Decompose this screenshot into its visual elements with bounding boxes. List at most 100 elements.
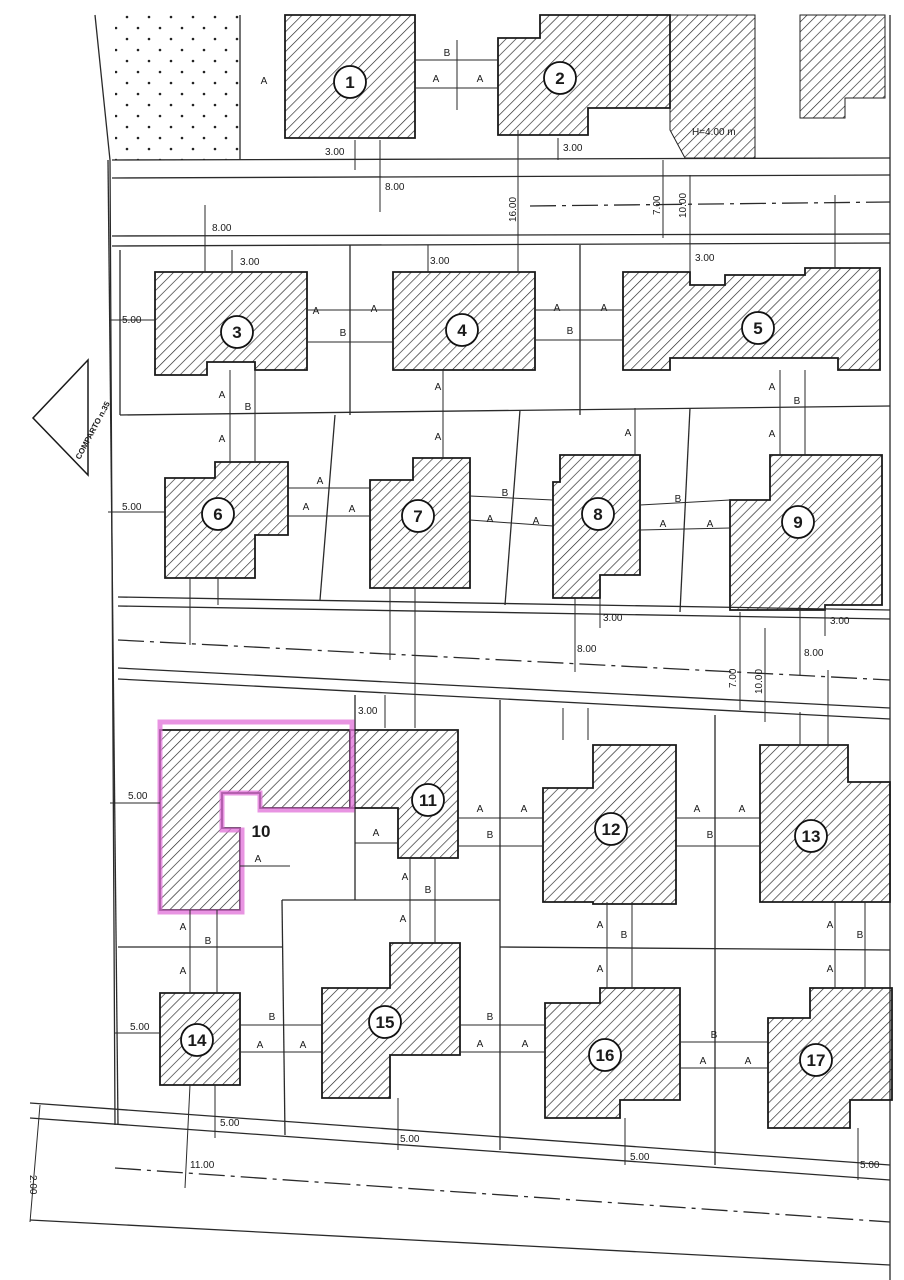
label-a: A bbox=[477, 74, 484, 85]
label-b: B bbox=[675, 494, 682, 505]
dim-5-00: 5.00 bbox=[220, 1118, 240, 1129]
label-a: A bbox=[435, 382, 442, 393]
lot-number-text: 3 bbox=[232, 323, 241, 342]
lot-number-circle bbox=[201, 497, 235, 531]
dim-16-00: 16.00 bbox=[508, 197, 519, 222]
lot-number-text: 4 bbox=[457, 321, 467, 340]
dim-5-00: 5.00 bbox=[400, 1134, 420, 1145]
label-a: A bbox=[402, 872, 409, 883]
building-13 bbox=[759, 744, 891, 903]
label-b: B bbox=[487, 830, 494, 841]
label-a: A bbox=[487, 514, 494, 525]
dim-11-00: 11.00 bbox=[190, 1160, 215, 1171]
dim-7-00: 7.00 bbox=[652, 195, 663, 215]
label-b: B bbox=[444, 48, 451, 59]
lot-number-text: 13 bbox=[802, 827, 821, 846]
label-a: A bbox=[521, 804, 528, 815]
label-a: A bbox=[700, 1056, 707, 1067]
lot-number-8: 8 bbox=[581, 497, 615, 531]
lot-number-14: 14 bbox=[180, 1023, 214, 1057]
lot-10-highlight bbox=[157, 719, 355, 915]
label-a: A bbox=[745, 1056, 752, 1067]
label-a: A bbox=[533, 516, 540, 527]
label-a: A bbox=[435, 432, 442, 443]
label-a: A bbox=[349, 504, 356, 515]
label-a: A bbox=[180, 922, 187, 933]
label-b: B bbox=[425, 885, 432, 896]
comparto-marker: COMPARTO n.35 bbox=[31, 358, 112, 477]
lot-number-13: 13 bbox=[794, 819, 828, 853]
lot-number-text: 6 bbox=[213, 505, 222, 524]
label-a: A bbox=[522, 1039, 529, 1050]
label-a: A bbox=[180, 966, 187, 977]
lot-number-11: 11 bbox=[411, 783, 445, 817]
lot-number-3: 3 bbox=[220, 315, 254, 349]
label-a: A bbox=[477, 1039, 484, 1050]
label-a: A bbox=[219, 434, 226, 445]
dim-10-00: 10.00 bbox=[754, 669, 765, 694]
dim-2-00: 2.00 bbox=[27, 1175, 38, 1195]
lot-number-text: 1 bbox=[345, 73, 354, 92]
label-a: A bbox=[300, 1040, 307, 1051]
lot-number-circle bbox=[220, 315, 254, 349]
label-a: A bbox=[707, 519, 714, 530]
lot-number-7: 7 bbox=[401, 499, 435, 533]
label-a: A bbox=[769, 382, 776, 393]
lot-number-circle bbox=[581, 497, 615, 531]
dim-3-00: 3.00 bbox=[430, 256, 450, 267]
dim-3-00: 3.00 bbox=[695, 253, 715, 264]
label-a: A bbox=[400, 914, 407, 925]
lot-number-circle bbox=[781, 505, 815, 539]
label-a: A bbox=[597, 964, 604, 975]
dim-5-00: 5.00 bbox=[128, 791, 148, 802]
lot-number-text: 10 bbox=[252, 822, 271, 841]
lot-number-circle bbox=[799, 1043, 833, 1077]
lot-number-text: 14 bbox=[188, 1031, 207, 1050]
dim-5-00: 5.00 bbox=[860, 1160, 880, 1171]
dim-8-00: 8.00 bbox=[212, 223, 232, 234]
label-a: A bbox=[433, 74, 440, 85]
dim-8-00: 8.00 bbox=[804, 648, 824, 659]
lot-number-circle bbox=[794, 819, 828, 853]
label-b: B bbox=[205, 936, 212, 947]
building-footprints bbox=[154, 14, 893, 1129]
lot-number-circle bbox=[401, 499, 435, 533]
label-a: A bbox=[601, 303, 608, 314]
lot-number-circle bbox=[445, 313, 479, 347]
lot-number-text: 2 bbox=[555, 69, 564, 88]
label-a: A bbox=[373, 828, 380, 839]
lot-number-15: 15 bbox=[368, 1005, 402, 1039]
label-a: A bbox=[694, 804, 701, 815]
dim-3-00: 3.00 bbox=[240, 257, 260, 268]
lot-number-circle bbox=[543, 61, 577, 95]
label-a: A bbox=[827, 920, 834, 931]
label-b: B bbox=[340, 328, 347, 339]
lot-number-text: 9 bbox=[793, 513, 802, 532]
label-b: B bbox=[857, 930, 864, 941]
lot-number-circle bbox=[333, 65, 367, 99]
lot-number-17: 17 bbox=[799, 1043, 833, 1077]
dim-5-00: 5.00 bbox=[130, 1022, 150, 1033]
dim-5-00: 5.00 bbox=[122, 315, 142, 326]
lot-number-9: 9 bbox=[781, 505, 815, 539]
dim-5-00: 5.00 bbox=[630, 1152, 650, 1163]
label-a: A bbox=[261, 76, 268, 87]
building-10 bbox=[159, 729, 351, 911]
label-a: A bbox=[317, 476, 324, 487]
label-a: A bbox=[769, 429, 776, 440]
label-a: A bbox=[313, 306, 320, 317]
label-a: A bbox=[219, 390, 226, 401]
label-a: A bbox=[303, 502, 310, 513]
site-lines bbox=[29, 14, 891, 1280]
lot-number-circle bbox=[411, 783, 445, 817]
label-b: B bbox=[245, 402, 252, 413]
lot-number-circle bbox=[368, 1005, 402, 1039]
height-note: H=4.00 m bbox=[692, 127, 736, 138]
label-a: A bbox=[255, 854, 262, 865]
dim-3-00: 3.00 bbox=[325, 147, 345, 158]
dim-5-00: 5.00 bbox=[122, 502, 142, 513]
label-a: A bbox=[660, 519, 667, 530]
label-b: B bbox=[707, 830, 714, 841]
label-a: A bbox=[597, 920, 604, 931]
